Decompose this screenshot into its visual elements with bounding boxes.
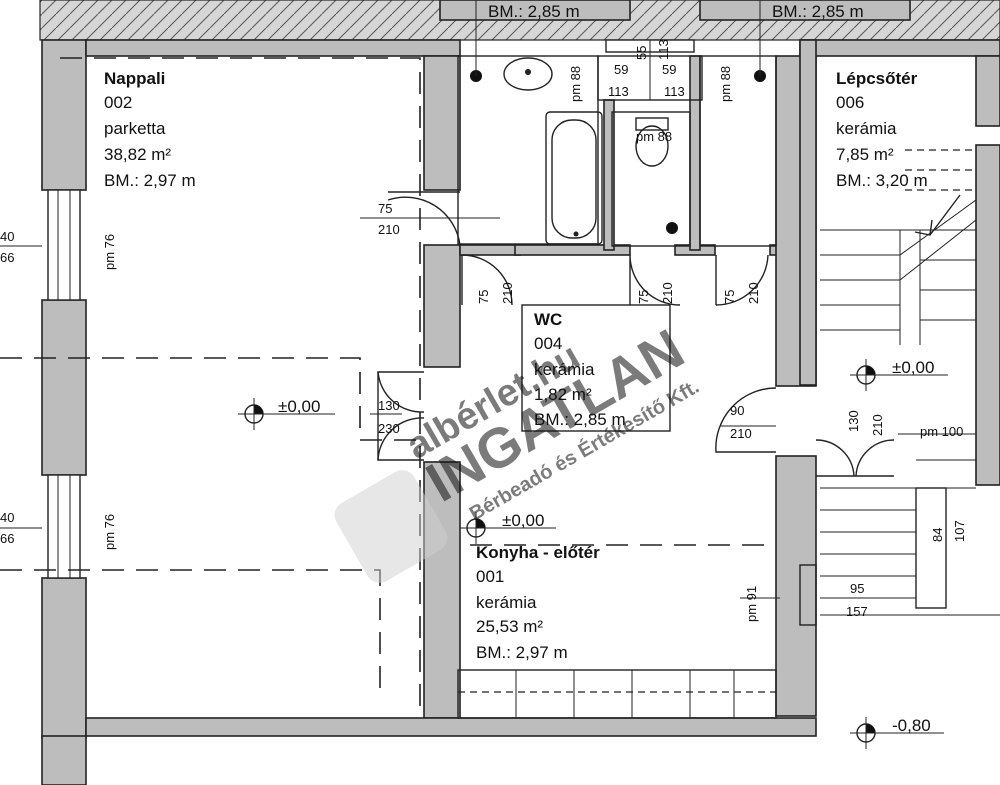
dim-label: 157 (846, 604, 868, 619)
dim-label: 107 (952, 520, 967, 542)
dimension-lines (0, 217, 976, 599)
dim-label: 113 (664, 84, 685, 99)
dim-label: 75 (722, 290, 737, 304)
room-name: Lépcsőtér (836, 69, 918, 88)
dim-label: 66 (0, 250, 14, 265)
room-floor: parketta (104, 119, 166, 138)
room-area: 7,85 m² (836, 145, 894, 164)
room-name: Nappali (104, 69, 165, 88)
level-marker-outside (850, 717, 944, 749)
level-marker-nappali (238, 398, 335, 430)
bath-fixtures (457, 0, 777, 247)
dim-label: 210 (870, 414, 885, 436)
room-floor: kerámia (836, 119, 897, 138)
dim-label: 75 (378, 201, 392, 216)
dim-label: 84 (930, 528, 945, 542)
room-height: BM.: 2,85 m (534, 410, 626, 429)
dim-label: 210 (378, 222, 400, 237)
room-number: 002 (104, 93, 132, 112)
bathtub-icon (545, 111, 603, 245)
level-label: ±0,00 (892, 358, 934, 377)
room-area: 25,53 m² (476, 617, 543, 636)
dim-label: 59 (662, 62, 676, 77)
walls (41, 39, 1000, 785)
dim-label: 55 (634, 46, 649, 60)
dim-label: 95 (850, 581, 864, 596)
dim-label: pm 88 (718, 66, 733, 102)
dim-label: 210 (500, 282, 515, 304)
top-wall (39, 0, 1000, 53)
dim-label: pm 76 (102, 514, 117, 550)
room-number: 004 (534, 334, 562, 353)
level-label: ±0,00 (502, 511, 544, 530)
dim-label: 210 (746, 282, 761, 304)
room-floor: kerámia (534, 360, 595, 379)
room-area: 1,82 m² (534, 385, 592, 404)
top-height-right: BM.: 2,85 m (772, 2, 864, 21)
room-number: 001 (476, 567, 504, 586)
dim-label: 75 (636, 290, 651, 304)
dim-label: 90 (730, 403, 744, 418)
dim-label: 59 (614, 62, 628, 77)
dim-label: 210 (730, 426, 752, 441)
dim-label: 40 (0, 229, 14, 244)
level-marker-konyha (460, 512, 556, 544)
dim-label: pm 91 (744, 586, 759, 622)
dim-label: 113 (608, 84, 629, 99)
dim-label: 40 (0, 510, 14, 525)
dim-label: 230 (378, 421, 400, 436)
dim-label: pm 88 (636, 129, 672, 144)
level-marker-lepcso (850, 359, 948, 391)
dim-label: 66 (0, 531, 14, 546)
level-label: -0,80 (892, 716, 931, 735)
level-label: ±0,00 (278, 397, 320, 416)
stairs (820, 149, 1000, 616)
doors (377, 191, 895, 477)
room-name: Konyha - előtér (476, 543, 600, 562)
top-height-left: BM.: 2,85 m (488, 2, 580, 21)
dim-label: pm 88 (568, 66, 583, 102)
room-number: 006 (836, 93, 864, 112)
dim-label: pm 76 (102, 234, 117, 270)
dim-label: 130 (846, 410, 861, 432)
room-floor: kerámia (476, 593, 537, 612)
room-height: BM.: 3,20 m (836, 171, 928, 190)
wc-box (521, 304, 671, 432)
dim-label: 130 (378, 398, 400, 413)
room-name: WC (534, 310, 562, 329)
dim-label: pm 100 (920, 424, 963, 439)
dim-label: 210 (660, 282, 675, 304)
dim-label: 113 (656, 39, 671, 60)
room-height: BM.: 2,97 m (104, 171, 196, 190)
kitchen-counter (457, 544, 817, 719)
dim-label: 75 (476, 290, 491, 304)
toilet-icon (635, 125, 669, 167)
sink-icon (503, 57, 553, 91)
room-area: 38,82 m² (104, 145, 171, 164)
room-height: BM.: 2,97 m (476, 643, 568, 662)
